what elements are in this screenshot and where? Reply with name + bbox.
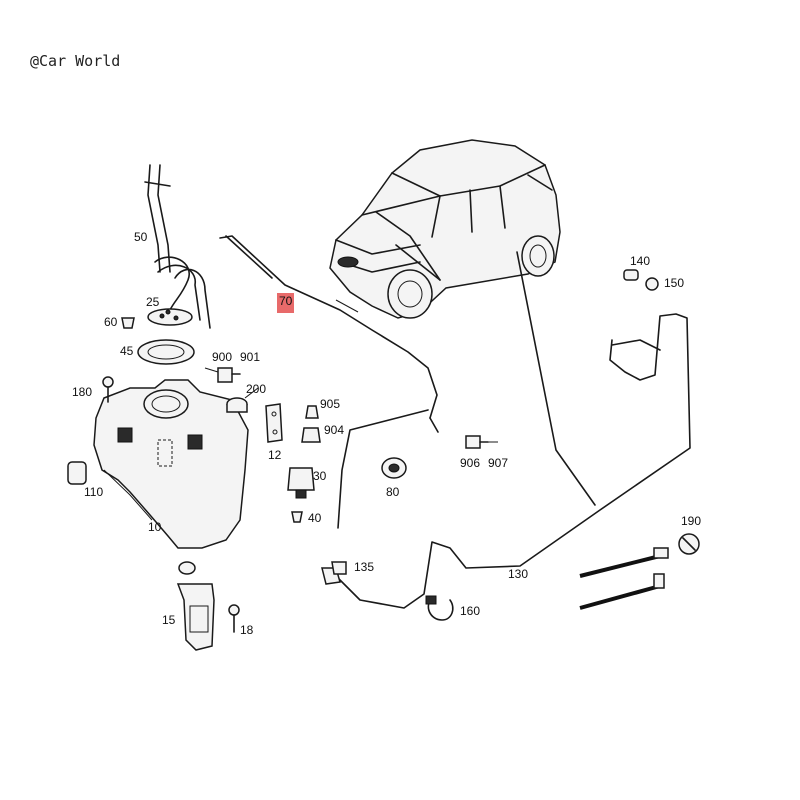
grommet-part: [121, 317, 135, 329]
callout-190: 190: [681, 514, 701, 528]
callout-140: 140: [630, 254, 650, 268]
callout-labels: 50 25 60 45 900 901 180 200 70 905 904 1…: [72, 230, 701, 637]
callout-905: 905: [320, 397, 340, 411]
callout-907: 907: [488, 456, 508, 470]
bracket-12-part: [265, 403, 283, 443]
callout-150: 150: [664, 276, 684, 290]
callout-901: 901: [240, 350, 260, 364]
filler-neck-part: [144, 164, 211, 329]
nozzle-190-part: [579, 533, 700, 610]
connector-900-part: [217, 367, 241, 383]
callout-130: 130: [508, 567, 528, 581]
grommet-80-part: [381, 457, 407, 479]
callout-12: 12: [268, 448, 282, 462]
callout-160: 160: [460, 604, 480, 618]
callout-180: 180: [72, 385, 92, 399]
callout-45: 45: [120, 344, 134, 358]
callout-900: 900: [212, 350, 232, 364]
callout-18: 18: [240, 623, 254, 637]
cap-part: [147, 308, 193, 326]
callout-25: 25: [146, 295, 160, 309]
callout-70: 70: [279, 294, 293, 308]
pump-assembly-part: [287, 405, 321, 523]
bolt-180-part: [102, 376, 114, 403]
callout-110: 110: [84, 485, 103, 499]
callout-80: 80: [386, 485, 400, 499]
callout-50: 50: [134, 230, 148, 244]
hose-lines: [219, 235, 691, 609]
callout-40: 40: [308, 511, 322, 525]
callout-15: 15: [162, 613, 176, 627]
callout-135: 135: [354, 560, 374, 574]
mount-bracket-15-part: [176, 561, 240, 651]
seal-ring-part: [137, 339, 195, 365]
car-illustration: [329, 139, 561, 319]
leader-lines: [204, 367, 498, 443]
connector-906-part: [465, 435, 489, 449]
clip-160-part: [425, 595, 454, 621]
callout-200: 200: [246, 382, 266, 396]
callout-906: 906: [460, 456, 480, 470]
watermark-text: @Car World: [30, 52, 121, 70]
fitting-140-part: [623, 269, 659, 291]
callout-70-highlight: [277, 293, 294, 313]
callout-30: 30: [313, 469, 327, 483]
cap-200-part: [226, 397, 248, 413]
reservoir-tank-part: [93, 379, 249, 549]
pump-grommet-part: [67, 461, 87, 485]
elbow-135-part: [321, 561, 347, 585]
callout-904: 904: [324, 423, 344, 437]
callout-60: 60: [104, 315, 118, 329]
callout-10: 10: [148, 520, 162, 534]
